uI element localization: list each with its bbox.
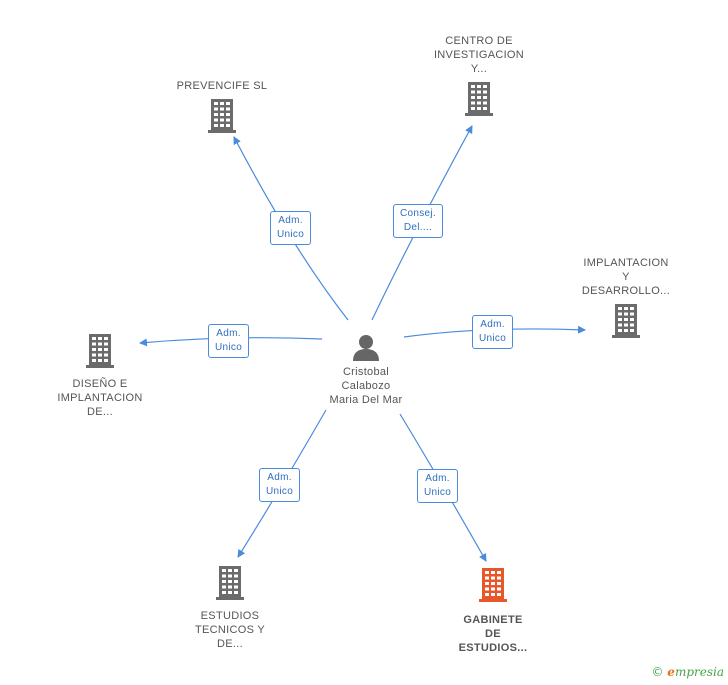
- person-icon: [353, 335, 379, 361]
- building-icon: [478, 568, 508, 607]
- company-name: GABINETE DE ESTUDIOS...: [458, 614, 528, 654]
- company-node-diseno-implantacion[interactable]: DISEÑO E IMPLANTACION DE...: [40, 334, 160, 419]
- building-icon: [215, 566, 245, 605]
- company-name: IMPLANTACION Y DESARROLLO...: [581, 257, 671, 297]
- relation-label[interactable]: Adm. Unico: [208, 324, 250, 358]
- company-node-implantacion-desarrollo[interactable]: IMPLANTACION Y DESARROLLO...: [566, 256, 686, 343]
- company-node-estudios-tecnicos[interactable]: ESTUDIOS TECNICOS Y DE...: [170, 566, 290, 651]
- relation-label[interactable]: Adm. Unico: [259, 468, 301, 502]
- brand-logo-text: mpresia: [674, 665, 724, 679]
- company-name: DISEÑO E IMPLANTACION DE...: [57, 378, 143, 418]
- building-icon: [85, 334, 115, 373]
- company-node-gabinete-estudios[interactable]: GABINETE DE ESTUDIOS...: [433, 568, 553, 655]
- relation-label[interactable]: Consej. Del....: [393, 204, 444, 238]
- building-icon: [611, 304, 641, 343]
- person-node[interactable]: Cristobal Calabozo Maria Del Mar: [316, 332, 416, 407]
- company-name: ESTUDIOS TECNICOS Y DE...: [194, 610, 266, 650]
- company-node-centro-investigacion[interactable]: CENTRO DE INVESTIGACION Y...: [419, 34, 539, 121]
- brand-logo-e: e: [667, 665, 675, 679]
- relation-label[interactable]: Adm. Unico: [417, 469, 459, 503]
- building-icon: [207, 99, 237, 138]
- company-name: CENTRO DE INVESTIGACION Y...: [433, 35, 525, 75]
- company-node-prevencife[interactable]: PREVENCIFE SL: [162, 79, 282, 138]
- relation-label[interactable]: Adm. Unico: [472, 315, 514, 349]
- copyright-symbol: ©: [651, 665, 664, 679]
- company-name: PREVENCIFE SL: [176, 80, 268, 92]
- building-icon: [464, 82, 494, 121]
- brand-footer: © empresia: [651, 665, 724, 679]
- relation-label[interactable]: Adm. Unico: [270, 211, 312, 245]
- person-name: Cristobal Calabozo Maria Del Mar: [329, 366, 403, 406]
